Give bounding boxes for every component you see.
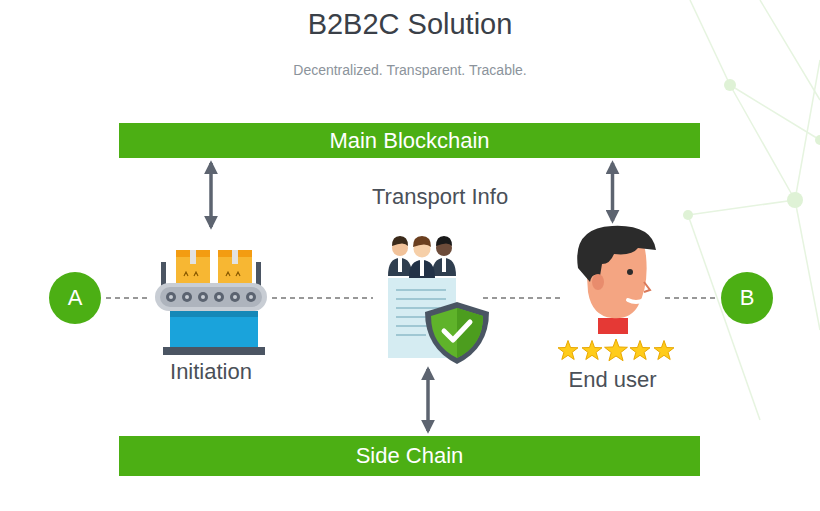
end-user-node: End user [565,226,660,338]
double-arrow [209,163,213,227]
double-arrow [426,369,430,431]
conveyor-icon [155,250,267,355]
rating-stars [558,339,674,361]
dashed-connector [106,297,150,298]
node-label: Side Chain [356,443,464,468]
roller [198,292,208,302]
node-label: B [740,285,755,310]
roller-hub [185,295,189,299]
roller-hub [249,295,253,299]
caption-label: Initiation [149,359,273,384]
circle-fill [49,272,101,324]
star [630,341,650,360]
star [605,339,628,361]
transport-node: Transport Info [378,232,478,364]
user-face-icon [577,226,656,334]
roller-hub [201,295,205,299]
node-label: A [68,285,83,310]
roller [182,292,192,302]
caption-label: End user [559,367,666,392]
roller [230,292,240,302]
roller-hub [217,295,221,299]
double-arrow [611,163,615,221]
caption-label: Transport Info [372,184,484,209]
shield-icon [425,302,489,364]
subtitle: Decentralized. Transparent. Tracable. [0,62,820,78]
star [582,341,602,360]
roller-hub [169,295,173,299]
circle-fill [721,272,773,324]
roller-hub [233,295,237,299]
endpoint-circle: A [49,272,101,324]
dashed-connector [272,297,373,298]
document-icon [388,236,489,364]
roller [214,292,224,302]
endpoint-circle: B [721,272,773,324]
star [654,341,674,360]
initiation-node: Initiation [155,232,267,356]
roller [166,292,176,302]
node-label: Main Blockchain [329,128,489,153]
network-decoration [688,0,820,420]
main-chain-band: Main Blockchain [119,123,700,158]
roller [246,292,256,302]
people-icon [388,236,456,278]
dashed-connector [483,297,560,298]
dashed-connector [665,297,716,298]
side-chain-band: Side Chain [119,436,700,476]
title: B2B2C Solution [0,8,820,41]
star [558,341,578,360]
network-dots [683,79,820,220]
